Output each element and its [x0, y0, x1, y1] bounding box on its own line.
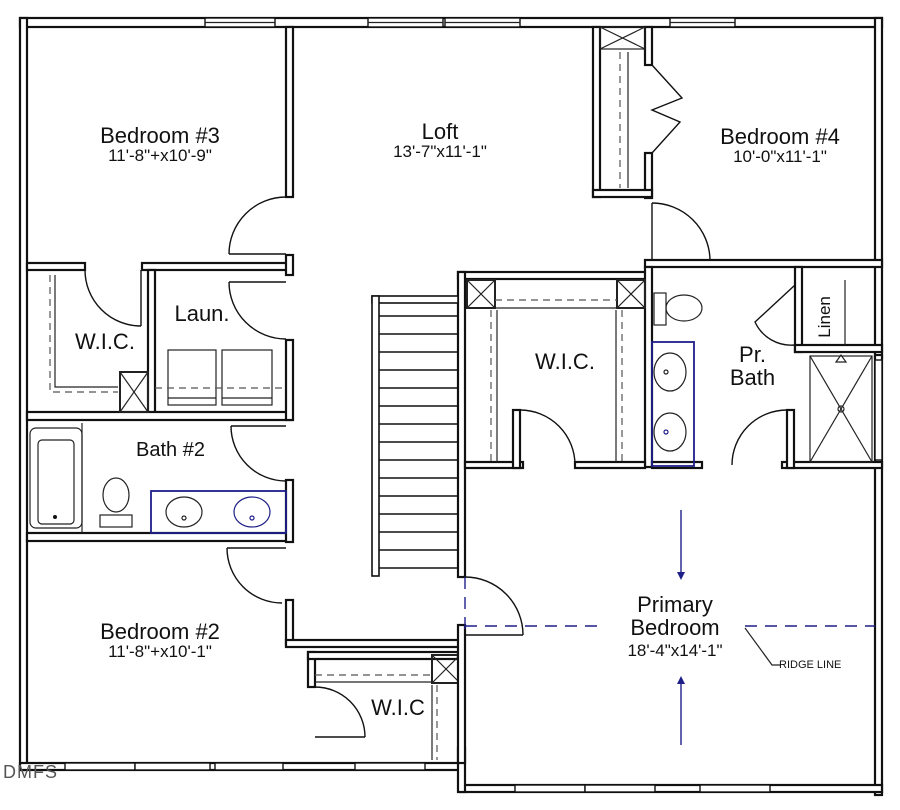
room-name: W.I.C: [371, 695, 425, 720]
room-name: Bedroom #2: [100, 619, 220, 644]
interior-walls: [25, 25, 884, 765]
windows: [64, 17, 883, 793]
room-dimensions: 10'-0"x11'-1": [733, 147, 827, 167]
room-dimensions: 18'-4"x14'-1": [627, 641, 723, 661]
room-primary-bedroom: Primary Bedroom 18'-4"x14'-1": [600, 593, 750, 660]
room-bedroom-3: Bedroom #3 11'-8"+x10'-9": [60, 124, 260, 165]
watermark: DMFS: [3, 762, 58, 782]
room-wic-primary: W.I.C.: [520, 350, 610, 373]
room-name: Laun.: [174, 301, 230, 326]
room-name: Loft: [421, 119, 459, 144]
room-name: W.I.C.: [75, 329, 135, 354]
room-dimensions: 11'-8"+x10'-1": [108, 642, 212, 662]
room-linen: Linen: [804, 296, 844, 338]
room-name-line2: Bedroom: [630, 615, 720, 641]
room-dimensions: 13'-7"x11'-1": [393, 142, 487, 162]
doors: [84, 64, 796, 738]
room-wic-left: W.I.C.: [62, 330, 148, 353]
room-bath-2: Bath #2: [118, 440, 223, 461]
room-wic-bottom: W.I.C: [360, 696, 436, 719]
room-dimensions: 11'-8"+x10'-9": [108, 146, 212, 166]
room-name: Linen: [814, 296, 834, 338]
room-name: Bedroom #4: [720, 124, 840, 149]
staircase: [371, 295, 459, 577]
room-name-line1: Pr.: [739, 342, 766, 367]
room-bedroom-2: Bedroom #2 11'-8"+x10'-1": [60, 620, 260, 661]
room-name: Bath #2: [136, 439, 205, 461]
room-name-line1: Primary: [637, 592, 713, 617]
room-laundry: Laun.: [162, 302, 242, 325]
ridge-line: [464, 510, 875, 745]
room-name: W.I.C.: [535, 349, 595, 374]
room-loft: Loft 13'-7"x11'-1": [360, 120, 520, 161]
ridge-line-label: RIDGE LINE: [779, 659, 842, 671]
room-name: Bedroom #3: [100, 123, 220, 148]
room-name-line2: Bath: [729, 365, 776, 391]
room-primary-bath: Pr. Bath: [715, 343, 790, 389]
room-bedroom-4: Bedroom #4 10'-0"x11'-1": [690, 125, 870, 166]
